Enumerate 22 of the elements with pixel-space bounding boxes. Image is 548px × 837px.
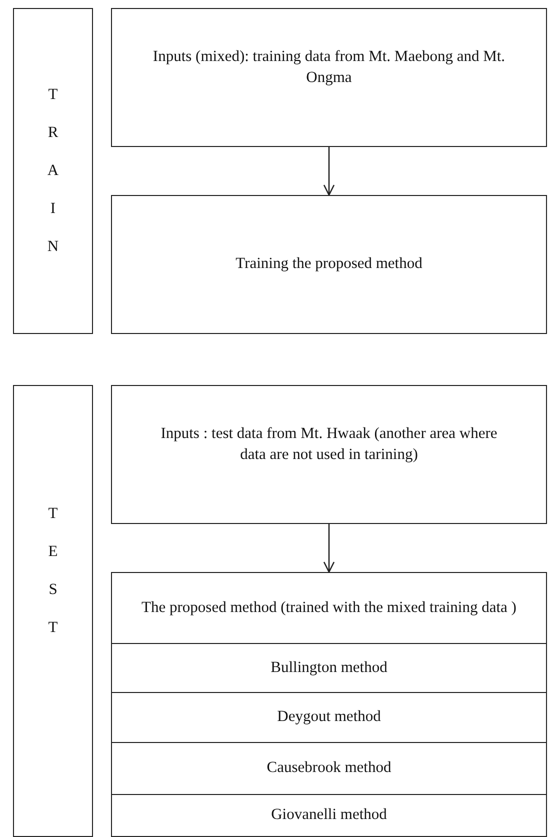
stage-band xyxy=(13,8,93,334)
process-box xyxy=(111,643,547,693)
stage-band xyxy=(13,385,93,837)
process-box xyxy=(111,742,547,795)
process-box xyxy=(111,195,547,334)
process-box xyxy=(111,794,547,837)
box-text: Inputs : test data from Mt. Hwaak (another area where data are not used in tarining) xyxy=(160,424,498,464)
arrow xyxy=(323,524,335,573)
stage-label: TEST xyxy=(47,504,59,638)
stage-label: TRAIN xyxy=(46,85,60,257)
box-text: Causebrook method xyxy=(266,758,392,778)
arrow xyxy=(323,147,335,196)
box-text: Giovanelli method xyxy=(271,805,387,826)
box-text: Training the proposed method xyxy=(236,254,422,274)
process-box xyxy=(111,692,547,743)
process-box xyxy=(111,8,547,147)
box-text: Deygout method xyxy=(277,707,381,728)
process-box xyxy=(111,385,547,524)
box-text: The proposed method (trained with the mixed training data ) xyxy=(142,598,516,618)
box-text: Bullington method xyxy=(270,658,388,678)
box-text: Inputs (mixed): training data from Mt. Maebong and Mt. Ongma xyxy=(152,47,506,88)
process-box xyxy=(111,572,547,644)
